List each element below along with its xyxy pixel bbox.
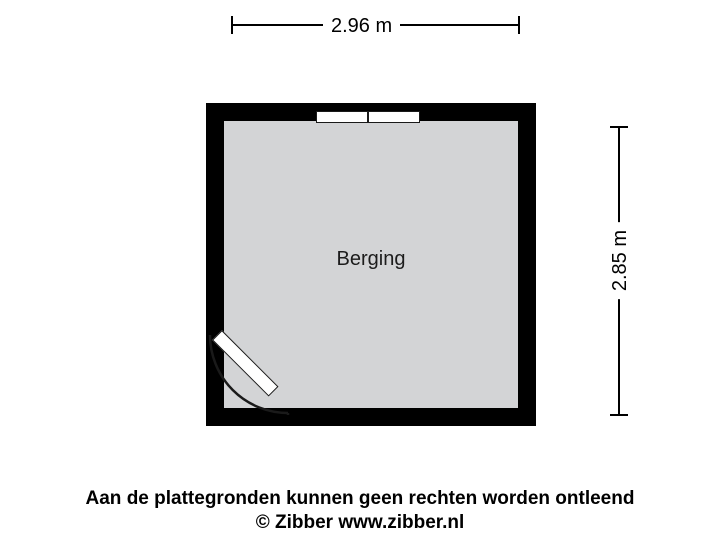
footer-disclaimer: Aan de plattegronden kunnen geen rechten… <box>85 488 635 509</box>
room-name-label: Berging <box>336 248 406 270</box>
right-dimension-top-cap <box>610 126 628 128</box>
window-mullion-icon <box>367 111 369 123</box>
top-dimension-left-cap <box>231 16 233 34</box>
footer: Aan de plattegronden kunnen geen rechten… <box>0 487 720 535</box>
top-dimension-label: 2.96 m <box>323 13 401 39</box>
right-dimension-bottom-cap <box>610 414 628 416</box>
room-plan: Berging <box>206 103 536 426</box>
top-dimension-right-cap <box>518 16 520 34</box>
right-dimension-label: 2.85 m <box>608 222 632 300</box>
footer-credit: © Zibber www.zibber.nl <box>255 512 465 533</box>
